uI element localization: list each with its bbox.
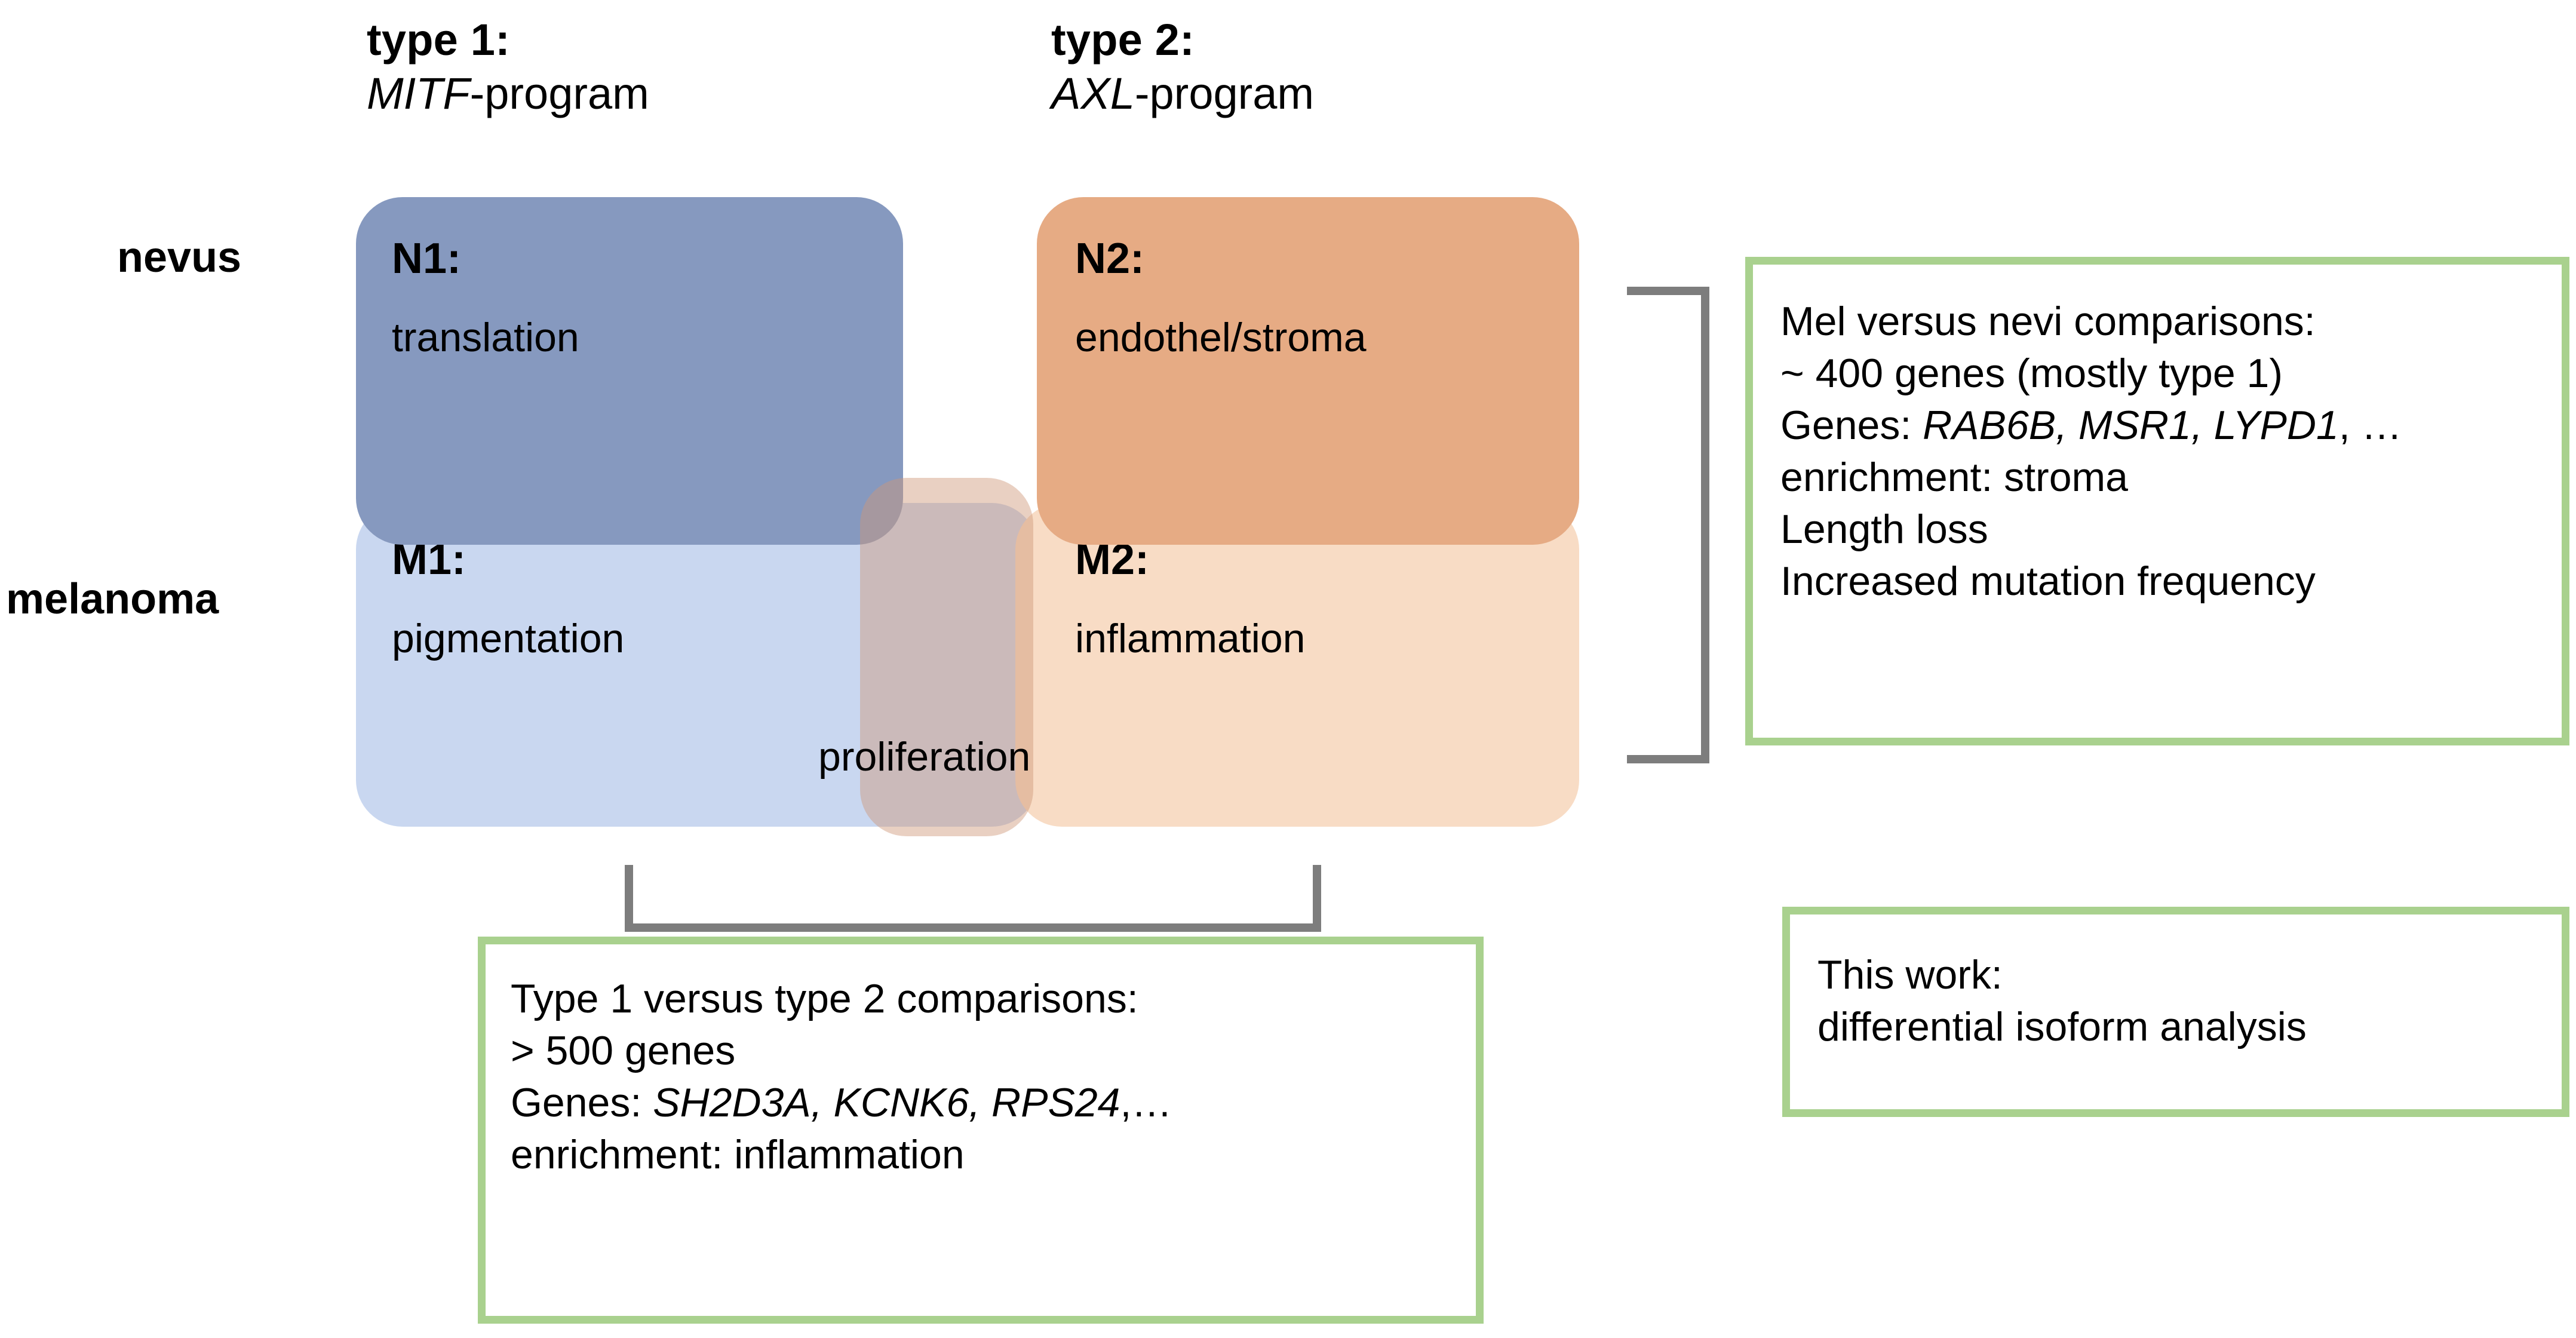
column-header-type-1: type 1: MITF-program [367,13,649,121]
gene-name-mitf: MITF [367,69,470,119]
callout-type-genes-suffix: ,… [1120,1080,1172,1126]
program-suffix-type-2: -program [1134,69,1315,119]
callout-type-line-3: Genes: SH2D3A, KCNK6, RPS24,… [511,1077,1476,1129]
callout-mel-versus-nevi: Mel versus nevi comparisons: ~ 400 genes… [1745,257,2569,745]
callout-type1-versus-type2: Type 1 versus type 2 comparisons: > 500 … [478,937,1484,1324]
row-label-nevus: nevus [117,234,242,281]
label-proliferation: proliferation [818,734,1031,780]
block-n2-title: N2: [1075,235,1145,283]
callout-mel-line-1: Mel versus nevi comparisons: [1780,299,2316,344]
row-label-melanoma: melanoma [6,575,219,623]
callout-mel-line-3: Genes: RAB6B, MSR1, LYPD1, … [1780,400,2562,452]
bracket-right-mel-vs-nevi [1627,287,1709,763]
callout-type-gene-list: SH2D3A, KCNK6, RPS24 [653,1080,1120,1126]
bracket-bottom-type1-vs-type2 [625,865,1321,932]
callout-type-line-4: enrichment: inflammation [511,1132,965,1178]
block-n1-nevus-type1: N1: translation [356,197,903,545]
block-n2-nevus-type2: N2: endothel/stroma [1037,197,1579,545]
block-overlap-proliferation [860,478,1033,836]
program-suffix-type-1: -program [469,69,649,119]
column-header-type-2-program: AXL-program [1051,67,1314,121]
callout-this-work-line-1: This work: [1817,952,2003,998]
block-m2-subtitle: inflammation [1075,616,1306,661]
callout-type-line-1: Type 1 versus type 2 comparisons: [511,976,1138,1021]
callout-mel-genes-prefix: Genes: [1780,403,1923,449]
block-n1-title: N1: [392,235,462,283]
callout-this-work-line-2: differential isoform analysis [1817,1004,2307,1050]
callout-mel-genes-suffix: , … [2338,403,2402,449]
column-header-type-2: type 2: AXL-program [1051,13,1314,121]
callout-type-line-2: > 500 genes [511,1028,736,1074]
callout-mel-line-5: Length loss [1780,507,1988,553]
column-header-type-2-title: type 2: [1051,15,1195,65]
column-header-type-1-program: MITF-program [367,67,649,121]
callout-mel-line-6: Increased mutation frequency [1780,558,2316,604]
callout-mel-line-2: ~ 400 genes (mostly type 1) [1780,351,2283,397]
block-m2-melanoma-type2: M2: inflammation [1015,503,1579,827]
block-n1-subtitle: translation [392,315,579,360]
block-m1-subtitle: pigmentation [392,616,625,661]
callout-this-work: This work: differential isoform analysis [1782,907,2569,1117]
callout-mel-gene-list: RAB6B, MSR1, LYPD1 [1923,403,2339,449]
block-n2-subtitle: endothel/stroma [1075,315,1367,360]
callout-type-genes-prefix: Genes: [511,1080,653,1126]
callout-mel-line-4: enrichment: stroma [1780,455,2128,501]
column-header-type-1-title: type 1: [367,15,510,65]
gene-name-axl: AXL [1051,69,1135,119]
